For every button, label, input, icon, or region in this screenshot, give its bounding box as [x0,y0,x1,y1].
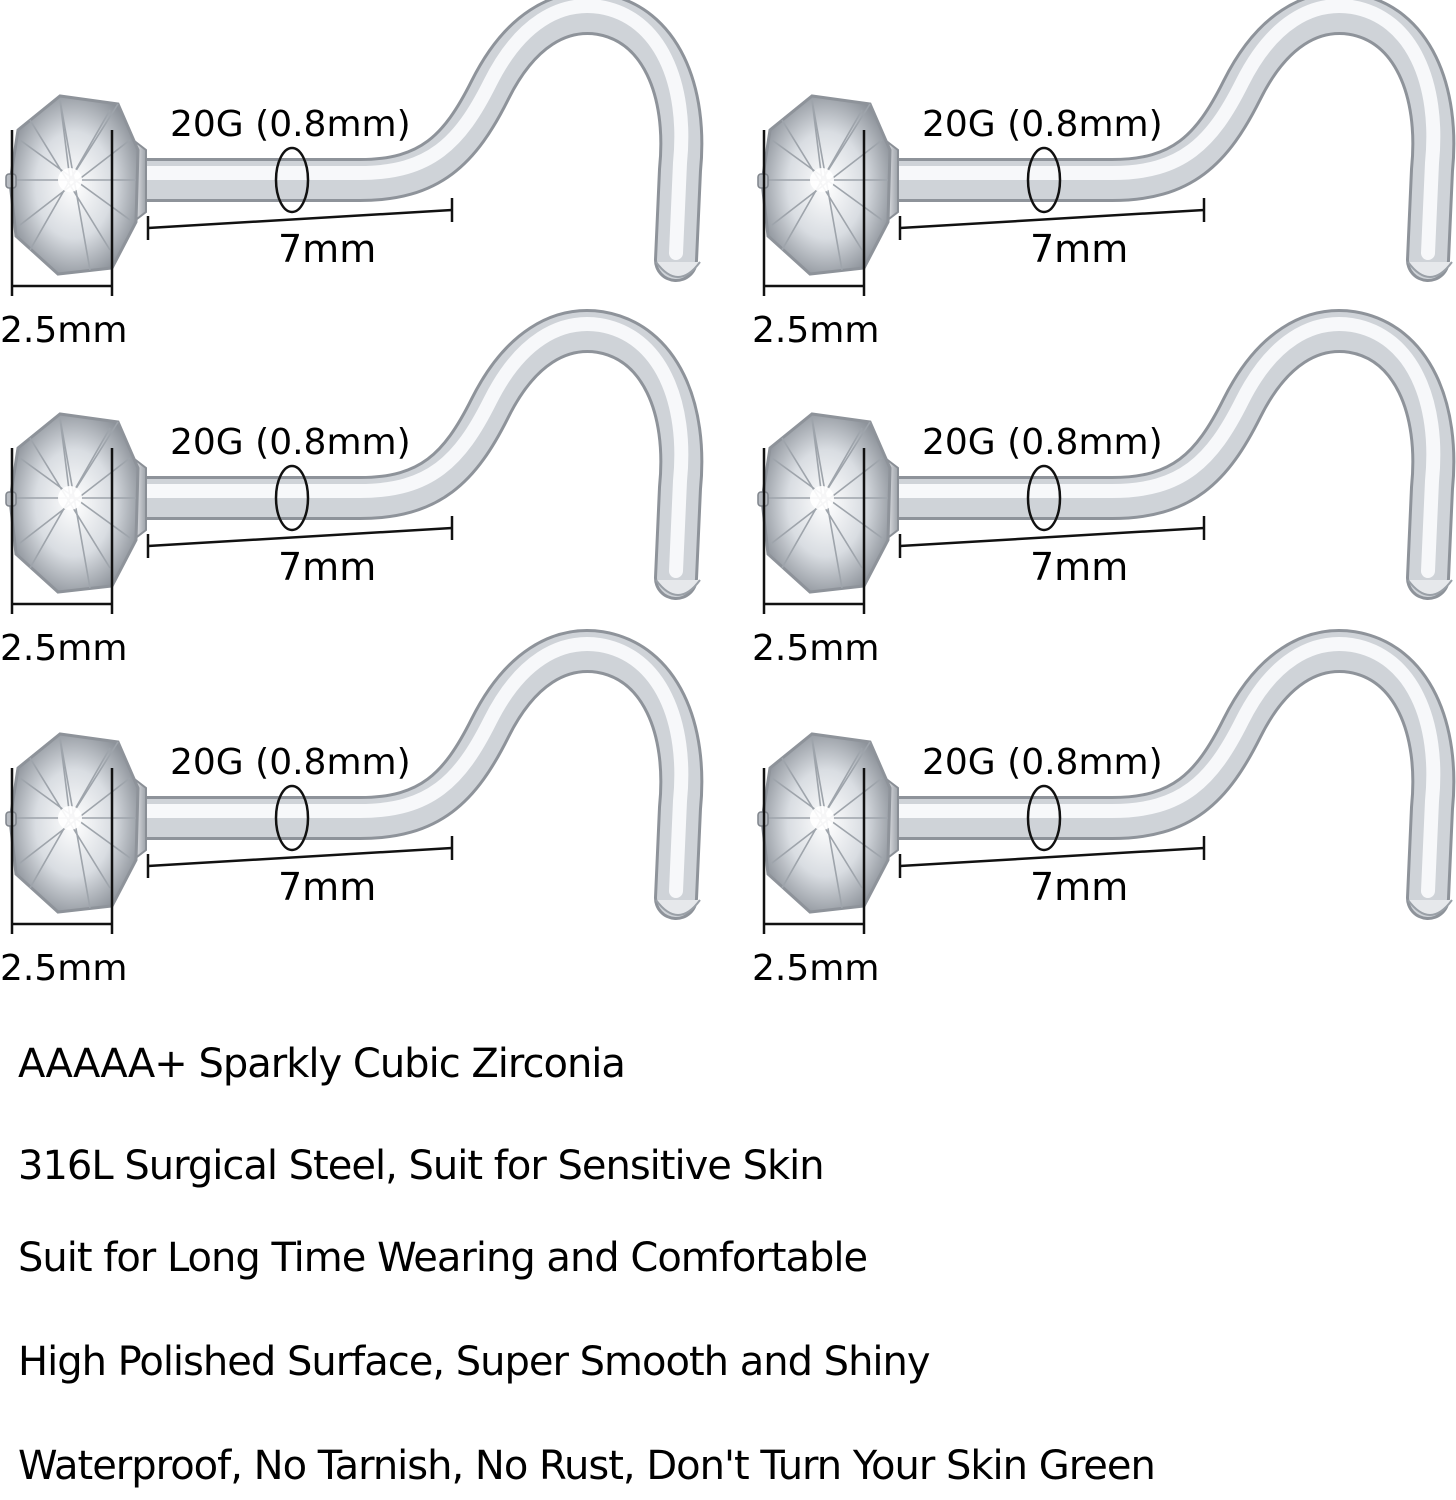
screw-wire-highlight [885,637,1441,898]
screw-wire-highlight [133,0,689,260]
wire-tip [1407,261,1453,278]
screw-wire-highlight [133,317,689,578]
length-dimension-line [147,526,453,548]
nose-stud: 20G (0.8mm) 7mm 2.5mm [0,629,704,989]
gauge-ring [1026,464,1062,532]
gem-facet [59,99,71,181]
gem-facet [69,741,119,819]
feature-item: Waterproof, No Tarnish, No Rust, Don't T… [18,1443,1156,1489]
wire-tip [655,899,701,916]
length-label: 7mm [1030,227,1128,271]
nose-stud: 20G (0.8mm) 7mm 2.5mm [752,629,1456,989]
wire-tip [655,579,701,596]
gauge-ring [274,146,310,214]
nose-stud: 20G (0.8mm) 7mm 2.5mm [0,309,704,669]
gauge-label: 20G (0.8mm) [170,422,411,463]
length-label: 7mm [278,227,376,271]
gem-facet [59,417,71,499]
gem-facet [69,103,119,181]
gem-sparkle [810,806,834,830]
gem-size-label: 2.5mm [752,310,879,351]
gauge-label: 20G (0.8mm) [922,104,1163,145]
gauge-ring [274,464,310,532]
gem-facet [821,741,871,819]
gauge-label: 20G (0.8mm) [170,104,411,145]
gauge-ring [274,784,310,852]
gem-facet [821,421,871,499]
length-dimension-line [147,846,453,868]
gem-facet [811,417,823,499]
gem-size-label: 2.5mm [0,948,127,989]
gauge-label: 20G (0.8mm) [922,742,1163,783]
gem-size-label: 2.5mm [0,628,127,669]
length-dimension-line [899,846,1205,868]
gauge-label: 20G (0.8mm) [170,742,411,783]
gauge-label: 20G (0.8mm) [922,422,1163,463]
feature-item: High Polished Surface, Super Smooth and … [18,1339,931,1385]
gem-facet [821,103,871,181]
gem-sparkle [58,168,82,192]
gauge-ring [1026,146,1062,214]
screw-wire-highlight [133,637,689,898]
length-label: 7mm [278,545,376,589]
screw-wire-highlight [885,317,1441,578]
gem-sparkle [810,168,834,192]
length-label: 7mm [1030,865,1128,909]
feature-item: Suit for Long Time Wearing and Comfortab… [18,1235,868,1281]
wire-tip [655,261,701,278]
length-dimension-line [899,208,1205,230]
feature-item: AAAAA+ Sparkly Cubic Zirconia [18,1041,626,1087]
gem-sparkle [58,486,82,510]
length-label: 7mm [278,865,376,909]
gem-facet [811,99,823,181]
gem-sparkle [810,486,834,510]
length-label: 7mm [1030,545,1128,589]
gem-size-label: 2.5mm [0,310,127,351]
gem-facet [69,421,119,499]
gem-facet [59,737,71,819]
gem-size-label: 2.5mm [752,948,879,989]
nose-stud: 20G (0.8mm) 7mm 2.5mm [752,0,1456,351]
nose-stud: 20G (0.8mm) 7mm 2.5mm [0,0,704,351]
gem-sparkle [58,806,82,830]
gem-facet [811,737,823,819]
screw-wire-highlight [885,0,1441,260]
gem-size-label: 2.5mm [752,628,879,669]
wire-tip [1407,899,1453,916]
nose-stud: 20G (0.8mm) 7mm 2.5mm [752,309,1456,669]
length-dimension-line [899,526,1205,548]
wire-tip [1407,579,1453,596]
length-dimension-line [147,208,453,230]
feature-item: 316L Surgical Steel, Suit for Sensitive … [18,1143,825,1189]
gauge-ring [1026,784,1062,852]
